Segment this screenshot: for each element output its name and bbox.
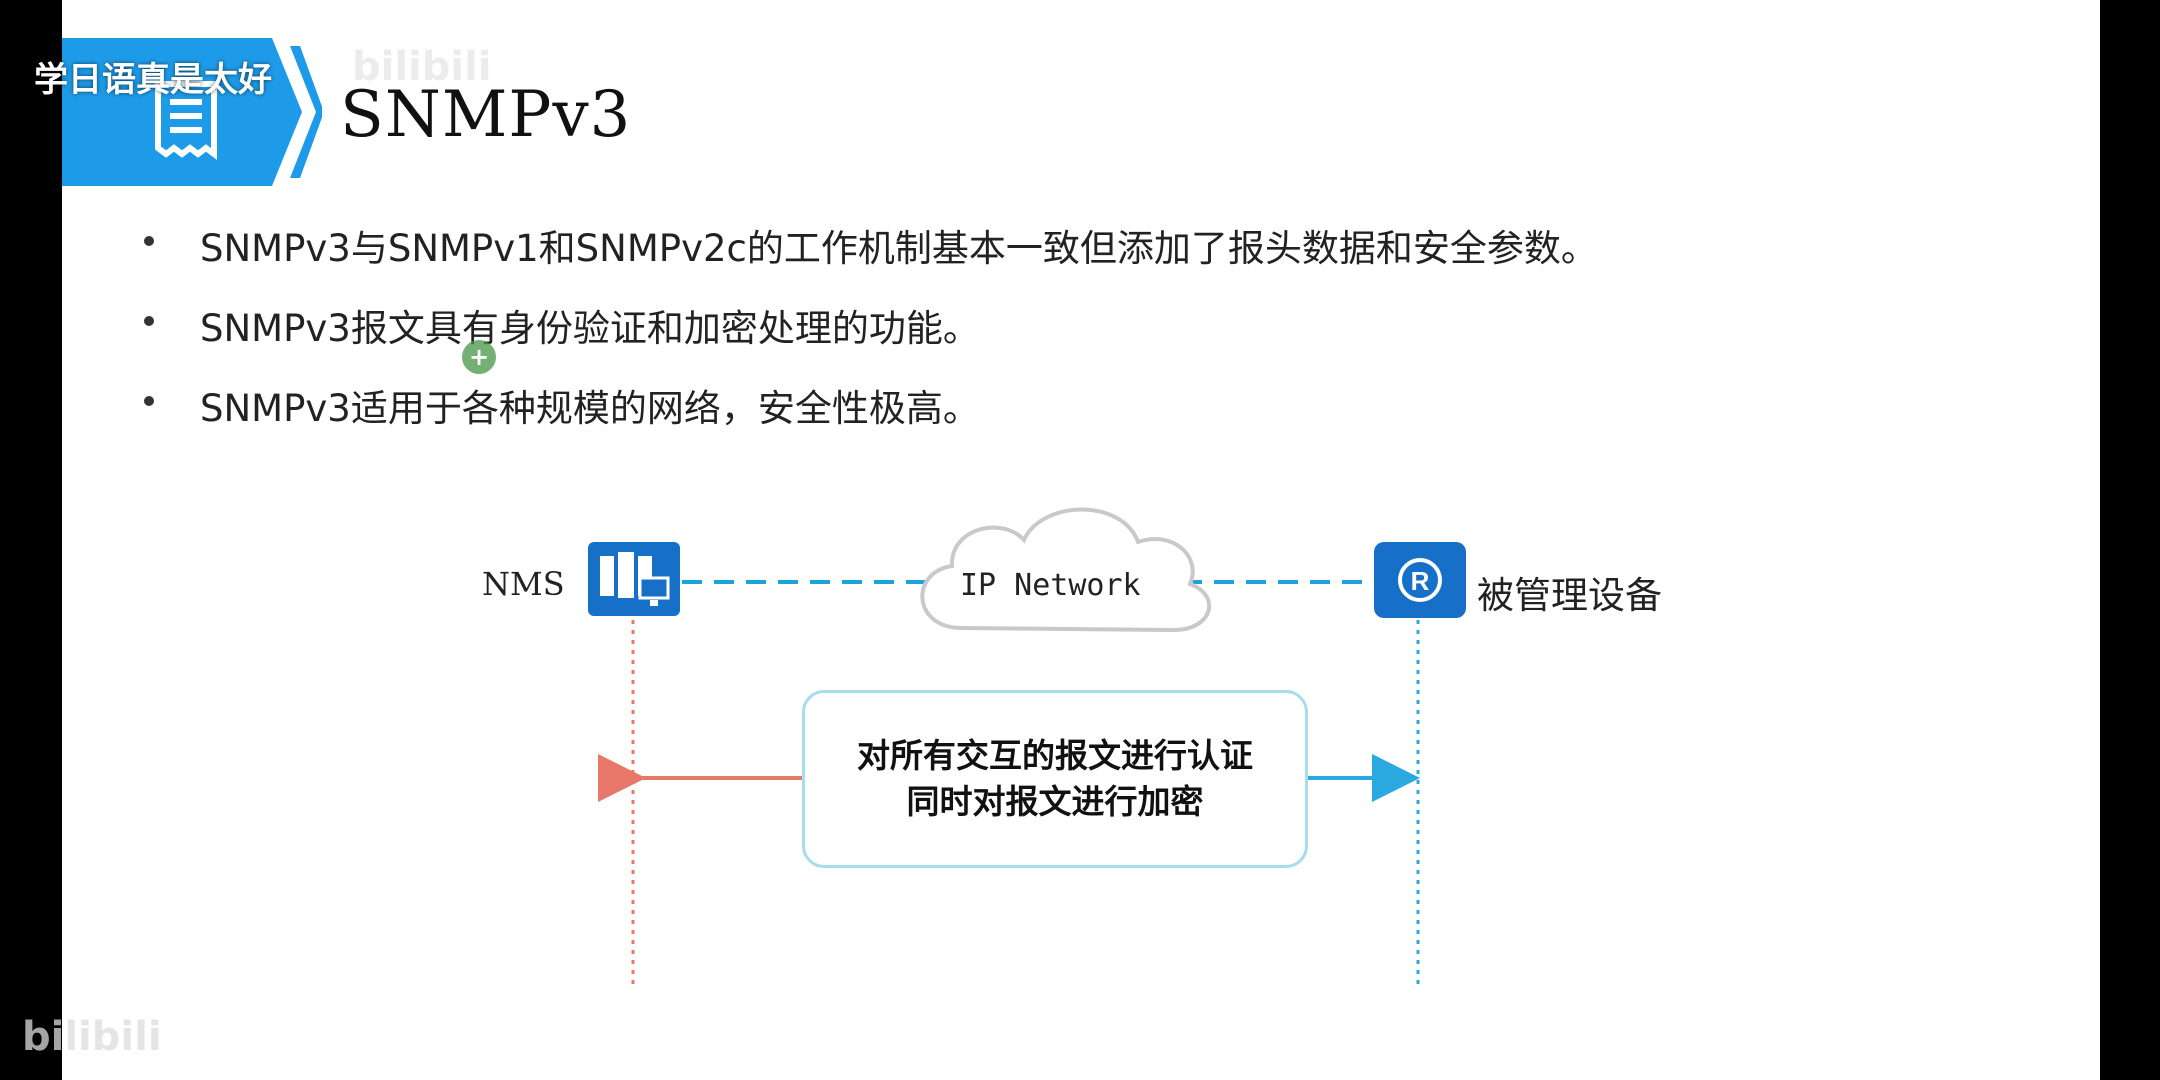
ip-network-label: IP Network [960, 568, 1141, 603]
router-icon: R [1374, 542, 1466, 618]
bullet-dot [144, 396, 154, 406]
pointer-cursor: + [462, 340, 496, 374]
bullet-dot [144, 236, 154, 246]
bullet-text: SNMPv3报文具有身份验证和加密处理的功能。 [200, 307, 980, 350]
message-box: 对所有交互的报文进行认证 同时对报文进行加密 [802, 690, 1308, 868]
slide-header-banner [62, 38, 322, 186]
bullet-dot [144, 316, 154, 326]
managed-device-label: 被管理设备 [1477, 574, 1662, 617]
slide-title: SNMPv3 [340, 78, 632, 152]
svg-text:R: R [1411, 566, 1430, 596]
document-icon [155, 81, 217, 160]
cloud-shape [920, 507, 1211, 633]
message-line-1: 对所有交互的报文进行认证 [857, 736, 1253, 775]
nms-label: NMS [482, 565, 565, 603]
video-caption-overlay: 学日语真是太好 [34, 60, 272, 100]
bullet-text: SNMPv3适用于各种规模的网络，安全性极高。 [200, 387, 980, 430]
bullet-text: SNMPv3与SNMPv1和SNMPv2c的工作机制基本一致但添加了报头数据和安… [200, 227, 1598, 270]
snmp-diagram: R [588, 507, 1466, 985]
nms-server-icon [588, 542, 680, 616]
message-line-2: 同时对报文进行加密 [906, 782, 1204, 821]
slide: SNMPv3 SNMPv3与SNMPv1和SNMPv2c的工作机制基本一致但添加… [62, 0, 2100, 1080]
watermark-top: bilibili [352, 44, 492, 90]
watermark-bottom: bilibili [22, 1014, 162, 1060]
